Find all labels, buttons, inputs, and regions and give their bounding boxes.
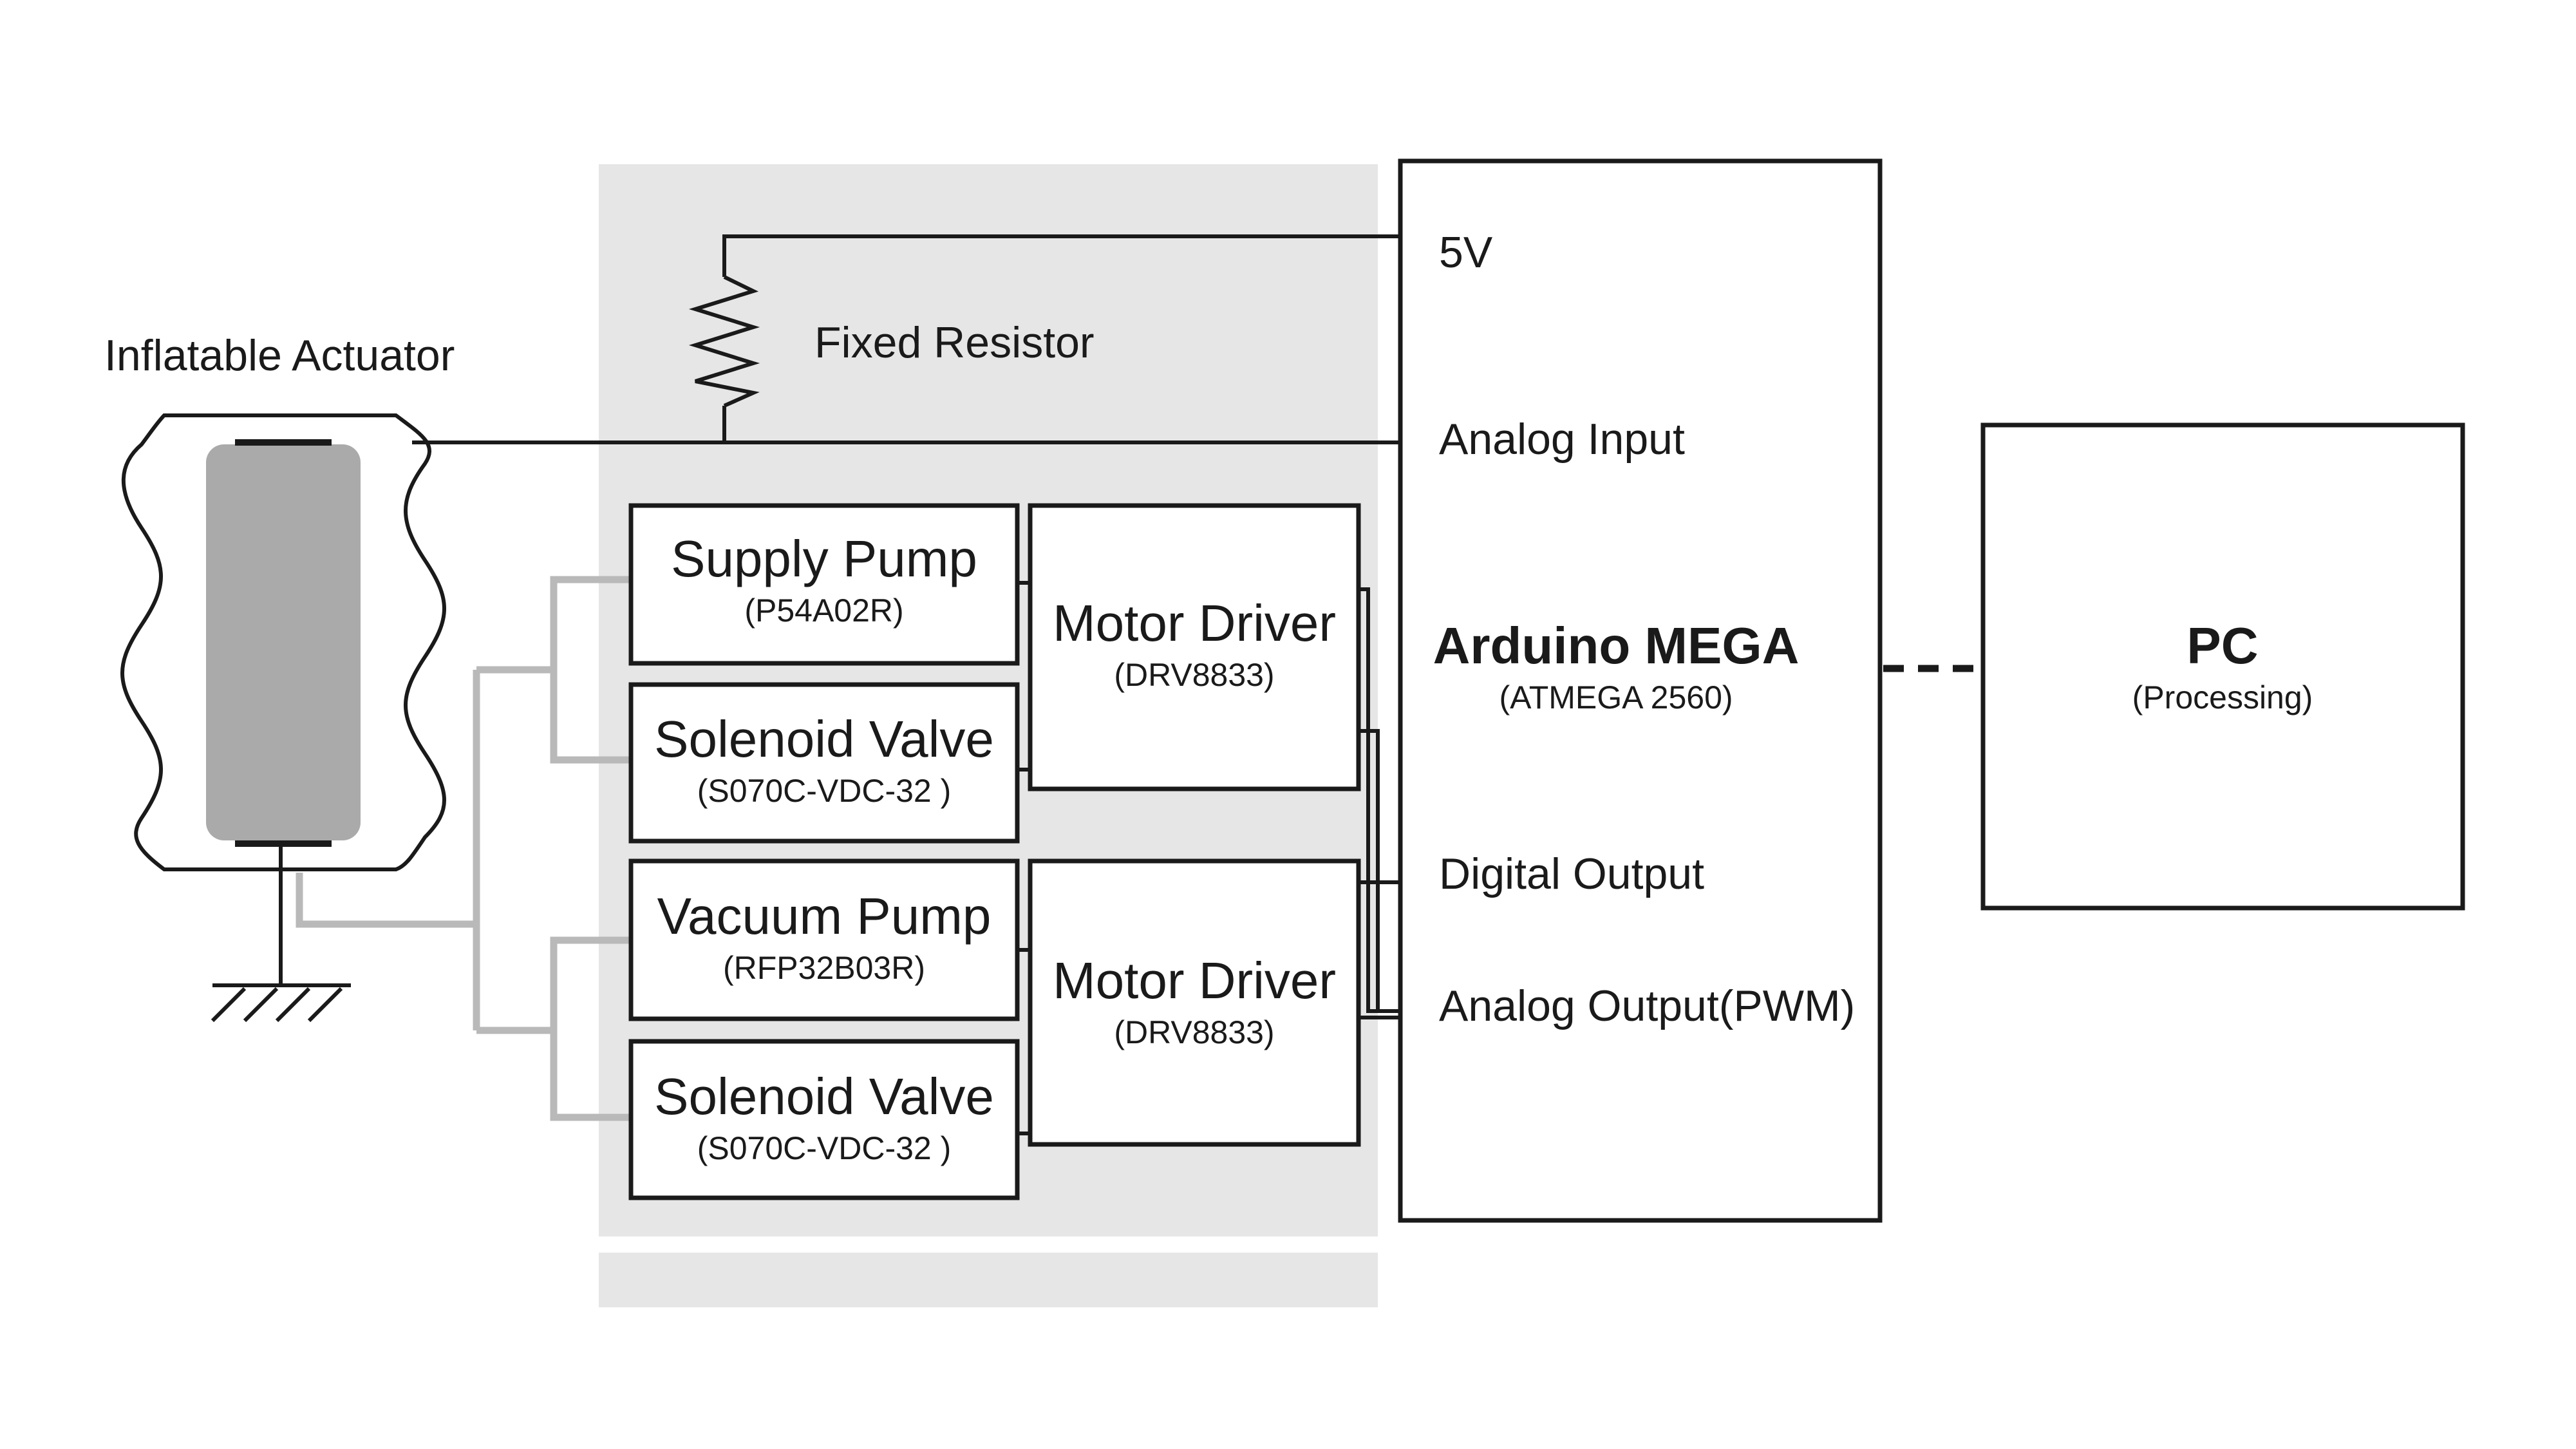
pin-analog-output-label: Analog Output(PWM): [1439, 981, 1855, 1030]
pin-5v-label: 5V: [1439, 228, 1493, 277]
arduino-box: [1398, 158, 1883, 1223]
pc-name: PC: [2186, 617, 2258, 674]
module-panel-strip: [599, 1253, 1378, 1307]
solenoid-valve-1-box: [628, 682, 1020, 844]
solenoid-valve-2-part: (S070C-VDC-32 ): [697, 1130, 952, 1166]
solenoid-valve-2-name: Solenoid Valve: [654, 1068, 994, 1125]
motor-driver-1-box: [1028, 503, 1361, 791]
solenoid-valve-2-box: [628, 1039, 1020, 1200]
pneumatic-tubing: [296, 576, 631, 1121]
arduino-name: Arduino MEGA: [1433, 617, 1800, 674]
supply-pump-box: [628, 503, 1020, 666]
actuator-bellows: [120, 413, 446, 871]
solenoid-valve-1-name: Solenoid Valve: [654, 710, 994, 768]
arduino-chip: (ATMEGA 2560): [1499, 679, 1733, 715]
motor-driver-2-part: (DRV8833): [1114, 1014, 1274, 1050]
ground-icon: [211, 983, 351, 1023]
pin-digital-output-label: Digital Output: [1439, 849, 1704, 898]
vacuum-pump-part: (RFP32B03R): [723, 950, 925, 986]
motor-driver-2-box: [1028, 858, 1361, 1147]
vacuum-pump-box: [628, 858, 1020, 1021]
actuator-chamber: [206, 444, 361, 840]
motor-driver-2-name: Motor Driver: [1053, 952, 1336, 1009]
actuator-label: Inflatable Actuator: [104, 331, 455, 380]
vacuum-pump-name: Vacuum Pump: [657, 887, 992, 945]
electrical-wires: [279, 234, 1400, 1135]
motor-driver-1-part: (DRV8833): [1114, 657, 1274, 693]
motor-driver-1-name: Motor Driver: [1053, 594, 1336, 652]
resistor-label: Fixed Resistor: [814, 318, 1095, 367]
solenoid-valve-1-part: (S070C-VDC-32 ): [697, 773, 952, 809]
resistor-symbol: [688, 275, 760, 408]
pc-box: [1980, 422, 2465, 911]
pin-analog-input-label: Analog Input: [1439, 415, 1685, 464]
pc-software: (Processing): [2132, 679, 2313, 715]
supply-pump-name: Supply Pump: [671, 530, 977, 587]
supply-pump-part: (P54A02R): [744, 592, 903, 629]
